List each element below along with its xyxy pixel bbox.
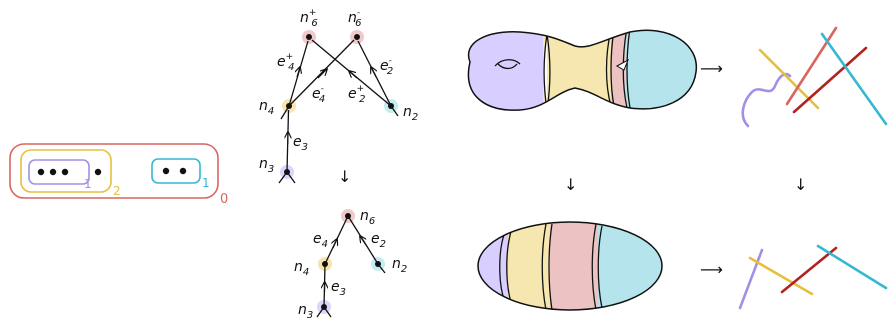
vertex xyxy=(388,103,394,109)
right-arrow-bottom: ⟶ xyxy=(700,260,723,279)
edge-label-e2-minus: e-2 xyxy=(380,56,393,77)
edge-label-e4-plus: e+4 xyxy=(277,52,295,73)
line-purple xyxy=(738,248,764,310)
edge-label-e3: e3 xyxy=(293,134,308,153)
node-label-n6-plus: n+6 xyxy=(300,8,318,29)
edge-arrow xyxy=(297,67,300,78)
edge-arrow xyxy=(360,236,366,246)
inner-right-label: 1 xyxy=(202,176,210,190)
down-arrow-trees: ↓ xyxy=(338,167,351,186)
node-label-n6-minus: n-6 xyxy=(348,8,362,29)
node-label-n3: n3 xyxy=(298,302,313,321)
point xyxy=(37,168,45,176)
vertex xyxy=(306,34,312,40)
down-arrow-surface: ↓ xyxy=(564,175,577,194)
node-label-n2: n2 xyxy=(392,256,407,275)
node-label-n3: n3 xyxy=(259,156,274,175)
tree-bottom: n6 n4 n2 n3 e4 e2 e3 xyxy=(294,208,407,321)
nesting-diagram: 1 2 1 0 xyxy=(9,143,228,207)
edge-label-e3: e3 xyxy=(331,279,346,298)
node-label-n4: n4 xyxy=(294,259,309,278)
edge-arrow xyxy=(371,67,376,78)
line-cyan xyxy=(820,32,888,126)
line-darkred xyxy=(792,46,868,114)
line-red xyxy=(785,26,838,106)
node-label-n6: n6 xyxy=(360,208,375,227)
edge-arrow xyxy=(349,71,358,79)
lines-top xyxy=(741,26,888,128)
middle-label: 2 xyxy=(113,184,121,198)
lines-bottom xyxy=(738,244,888,310)
vertex xyxy=(354,34,360,40)
vertex xyxy=(286,103,292,109)
point xyxy=(94,168,102,176)
edge-arrow xyxy=(333,239,337,249)
tree-top: n+6 n-6 n4 n2 n3 e+4 e-2 e-4 e+2 e3 xyxy=(259,8,418,184)
hole xyxy=(494,59,521,67)
down-arrow-lines: ↓ xyxy=(794,175,807,194)
curve-purple xyxy=(741,72,792,128)
outer-label: 0 xyxy=(220,192,228,207)
edge-label-e4: e4 xyxy=(313,231,328,250)
inner-left-loop xyxy=(28,159,90,185)
vertex xyxy=(321,304,327,310)
inner-right-loop xyxy=(151,158,201,184)
line-cyan xyxy=(816,244,888,290)
node-label-n4: n4 xyxy=(259,98,274,117)
inner-left-label: 1 xyxy=(84,177,92,191)
vertex xyxy=(284,169,290,175)
surface-sphere-bottom xyxy=(477,221,663,311)
edge-label-e4-minus: e-4 xyxy=(312,84,325,105)
right-arrow-top: ⟶ xyxy=(700,59,723,78)
point xyxy=(162,167,170,175)
edge-arrow xyxy=(317,69,327,79)
vertex xyxy=(345,213,351,219)
edge-label-e2: e2 xyxy=(371,231,386,250)
point xyxy=(179,167,187,175)
vertex xyxy=(375,261,381,267)
middle-loop xyxy=(20,149,112,193)
point xyxy=(49,168,57,176)
point xyxy=(61,168,69,176)
line-yellow xyxy=(748,256,814,296)
surface-genus-top xyxy=(467,29,698,111)
node-label-n2: n2 xyxy=(403,104,418,123)
line-darkred xyxy=(780,246,838,294)
outer-loop xyxy=(9,143,219,199)
vertex xyxy=(322,261,328,267)
edge-label-e2-plus: e+2 xyxy=(348,84,366,105)
